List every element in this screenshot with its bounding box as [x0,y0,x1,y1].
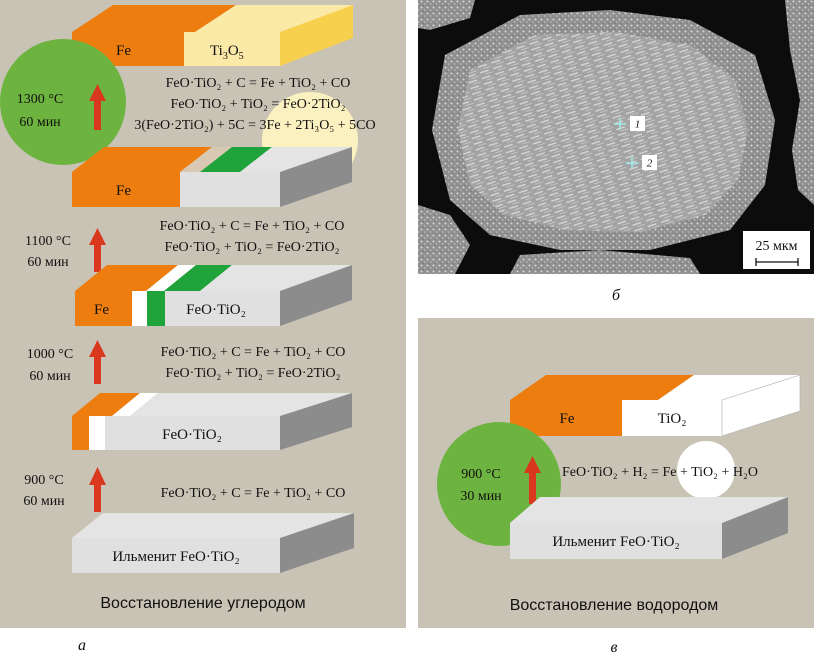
temperature-circle-1300 [0,39,126,165]
box3-top-white [146,265,196,291]
box3-feotio2-label: FeO·TiO₂ [186,302,246,318]
box-fe-front-grey [180,172,280,207]
panel-v: Fe TiO₂ 900 °C 30 мин FeO·TiO₂ + H₂ = Fe… [418,318,814,628]
panel-a-letter: а [78,637,86,654]
measurement-point-1: 1 [614,116,645,131]
box-fe-label: Fe [116,183,131,199]
arrow-up-icon [89,84,106,130]
temp-1000: 1000 °C [27,347,73,362]
box4-front-orange [72,416,89,450]
micrograph-main-grain-core [458,32,748,232]
temp-900: 900 °C [24,473,63,488]
box4-front-white [89,416,105,450]
box3-front-green [147,291,165,326]
panel-v-letter: в [611,639,618,656]
micrograph-particle-bottom [510,250,700,274]
panel-a: Fe Ti3O5 1300 °C 60 мин FeO·TiO₂ + C = F… [0,0,406,628]
box4-side [280,393,352,450]
panel-b-letter: б [612,287,621,304]
box-fe-feotio2: Fe FeO·TiO₂ [75,265,352,326]
scale-bar: 25 мкм [743,231,810,269]
arrow-up-icon [89,228,106,272]
box-v-tio2-label: TiO₂ [658,411,687,427]
point-2-label: 2 [647,158,653,170]
box-v2-side [722,497,788,559]
temp-1100: 1100 °C [25,234,71,249]
box5-side [280,513,354,573]
box-v-top-orange [510,375,694,400]
box5-label: Ильменит FeO·TiO₂ [112,549,239,565]
box3-top-green [164,265,232,291]
box-top-fe-label: Fe [116,43,131,59]
box4-top-white [112,393,158,416]
reaction-h2: FeO·TiO₂ + H₂ = Fe + TiO₂ + H₂O [562,465,758,480]
arrow-up-icon [89,467,106,512]
box5-front [72,538,280,573]
reaction-1000-2: FeO·TiO₂ + TiO₂ = FeO·2TiO₂ [166,366,341,381]
box4-label: FeO·TiO₂ [162,427,222,443]
reaction-1100-1: FeO·TiO₂ + C = Fe + TiO₂ + CO [160,219,345,234]
box3-front-orange [75,291,132,326]
time-1000: 60 мин [29,369,71,384]
box-side-face [280,5,353,66]
point-1-label: 1 [635,119,641,131]
micrograph-particle-edge-top [418,0,475,30]
scale-bar-label: 25 мкм [755,239,797,254]
box-ilmenite: Ильменит FeO·TiO₂ [72,513,354,573]
box-feotio2: FeO·TiO₂ [72,393,352,450]
reaction-top-3: 3(FeO·2TiO₂) + 5C = 3Fe + 2Ti₃O₅ + 5CO [134,118,375,133]
temp-1300: 1300 °C [17,92,63,107]
box-fe-side [280,147,352,207]
box3-front-white [132,291,147,326]
reaction-top-1: FeO·TiO₂ + C = Fe + TiO₂ + CO [166,76,351,91]
box-v2-front [510,523,722,559]
time-1300: 60 мин [19,115,61,130]
box3-fe-label: Fe [94,302,109,318]
temp-900-h2: 900 °C [461,467,500,482]
product-circle-white [677,441,735,499]
box-v-front-tio2 [622,400,722,436]
panel-v-caption: Восстановление водородом [510,597,719,614]
time-1100: 60 мин [27,255,69,270]
arrow-up-icon [89,340,106,384]
reaction-1100-2: FeO·TiO₂ + TiO₂ = FeO·2TiO₂ [165,240,340,255]
box-v-fe-label: Fe [560,411,575,427]
box-fe-ti3o5: Fe Ti3O5 [72,5,353,66]
reaction-1000-1: FeO·TiO₂ + C = Fe + TiO₂ + CO [161,345,346,360]
box4-top-grey [130,393,352,416]
panel-b: 1 2 25 мкм [418,0,814,274]
box-fe: Fe [72,147,352,207]
box5-top [72,513,354,538]
box3-side [280,265,352,326]
measurement-point-2: 2 [626,155,657,170]
box3-top-orange [75,265,178,291]
time-30: 30 мин [460,489,502,504]
box-v-side [721,374,801,437]
box-top-ti3o5-label: Ti3O5 [210,43,244,62]
box-fe-top-orange [72,147,212,172]
box-v2-top [510,497,788,523]
box-fe-front-orange [72,172,180,207]
panel-a-caption: Восстановление углеродом [100,595,305,612]
box-top-face-orange [72,5,236,32]
micrograph-particle-bottom-left [418,205,470,274]
box4-top-orange [72,393,140,416]
box3-front-grey [165,291,280,326]
box-v-ilmenite: Ильменит FeO·TiO₂ [510,497,788,559]
arrow-up-icon [524,456,541,504]
time-900: 60 мин [23,494,65,509]
box-v-fe-tio2: Fe TiO₂ [510,374,801,437]
box-fe-top-tan [180,147,232,172]
box4-front-grey [105,416,280,450]
micrograph-particle-right [785,0,814,205]
box-v2-label: Ильменит FeO·TiO₂ [552,534,679,550]
reaction-900-1: FeO·TiO₂ + C = Fe + TiO₂ + CO [161,486,346,501]
box-front-ti3o5 [184,32,280,66]
box-fe-top-green [200,147,272,172]
reaction-top-2: FeO·TiO₂ + TiO₂ = FeO·2TiO₂ [171,97,346,112]
